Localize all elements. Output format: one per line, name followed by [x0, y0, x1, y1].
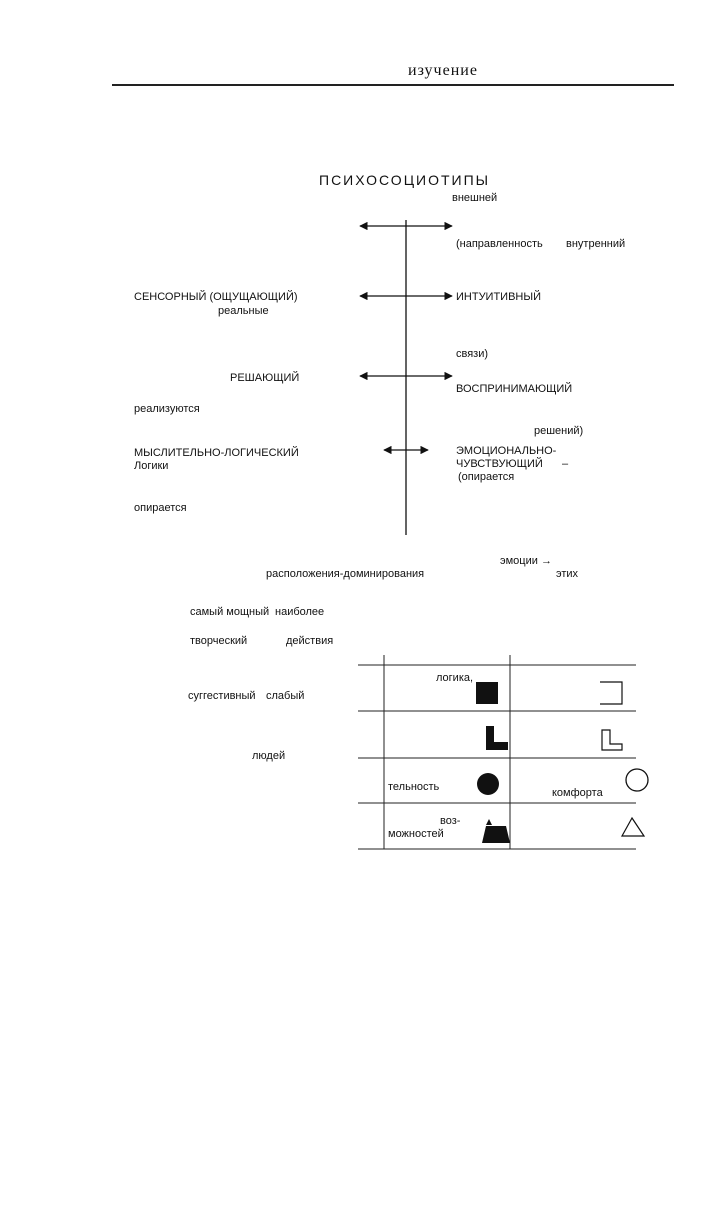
axis4-right-dash: – — [562, 458, 569, 470]
table-label-possibilities-1: воз- — [440, 815, 461, 827]
axis2-right-sub: связи) — [456, 348, 489, 360]
table-label-logic: логика, — [436, 672, 474, 684]
axis2-left-sub: реальные — [218, 305, 269, 317]
axis1-label-inner: внутренний — [566, 238, 626, 250]
header-rule — [112, 84, 674, 86]
axis4-left-sub: Логики — [134, 460, 169, 472]
axis4-right-label-1: ЭМОЦИОНАЛЬНО- — [456, 445, 557, 457]
filled-circle-icon — [477, 773, 499, 795]
filled-triangle-small-icon — [486, 819, 492, 825]
filled-l-shape-icon — [486, 726, 508, 750]
text-these: этих — [556, 568, 579, 580]
table-label-comfort: комфорта — [552, 787, 603, 799]
filled-triangle-icon — [482, 826, 510, 843]
outline-triangle-icon — [620, 816, 646, 837]
filled-square-icon — [476, 682, 498, 704]
text-weak: слабый — [266, 690, 305, 702]
outline-square-icon — [600, 681, 623, 705]
running-header: изучение — [408, 62, 478, 79]
axis2-left-label: СЕНСОРНЫЙ (ОЩУЩАЮЩИЙ) — [134, 291, 298, 303]
table-label-activity: тельность — [388, 781, 440, 793]
text-arrangement: расположения-доминирования — [266, 568, 425, 580]
axis4-left-sub2: опирается — [134, 502, 187, 514]
axis3-right-sub: решений) — [534, 425, 584, 437]
outline-circle-icon — [625, 768, 649, 792]
text-suggestive: суггестивный — [188, 690, 256, 702]
axis4-right-label-2: ЧУВСТВУЮЩИЙ — [456, 458, 543, 470]
diagram-title: ПСИХОСОЦИОТИПЫ — [319, 172, 491, 188]
text-creative: творческий — [190, 635, 248, 647]
axis2-right-label: ИНТУИТИВНЫЙ — [456, 291, 542, 303]
text-people: людей — [252, 750, 286, 762]
axis3-left-label: РЕШАЮЩИЙ — [230, 372, 300, 384]
axis4-right-sub: (опирается — [458, 471, 515, 483]
text-most: наиболее — [275, 606, 325, 618]
outline-l-shape-icon — [601, 729, 623, 751]
text-emotions: эмоции → — [500, 555, 552, 567]
table-label-possibilities-2: можностей — [388, 828, 444, 840]
text-action: действия — [286, 635, 334, 647]
axis4-left-label: МЫСЛИТЕЛЬНО-ЛОГИЧЕСКИЙ — [134, 447, 299, 459]
axis3-left-sub: реализуются — [134, 403, 200, 415]
axis1-label-top: внешней — [452, 192, 498, 204]
axis1-label-direction: (направленность — [456, 238, 543, 250]
axis3-right-label: ВОСПРИНИМАЮЩИЙ — [456, 383, 573, 395]
text-most-powerful: самый мощный — [190, 606, 270, 618]
